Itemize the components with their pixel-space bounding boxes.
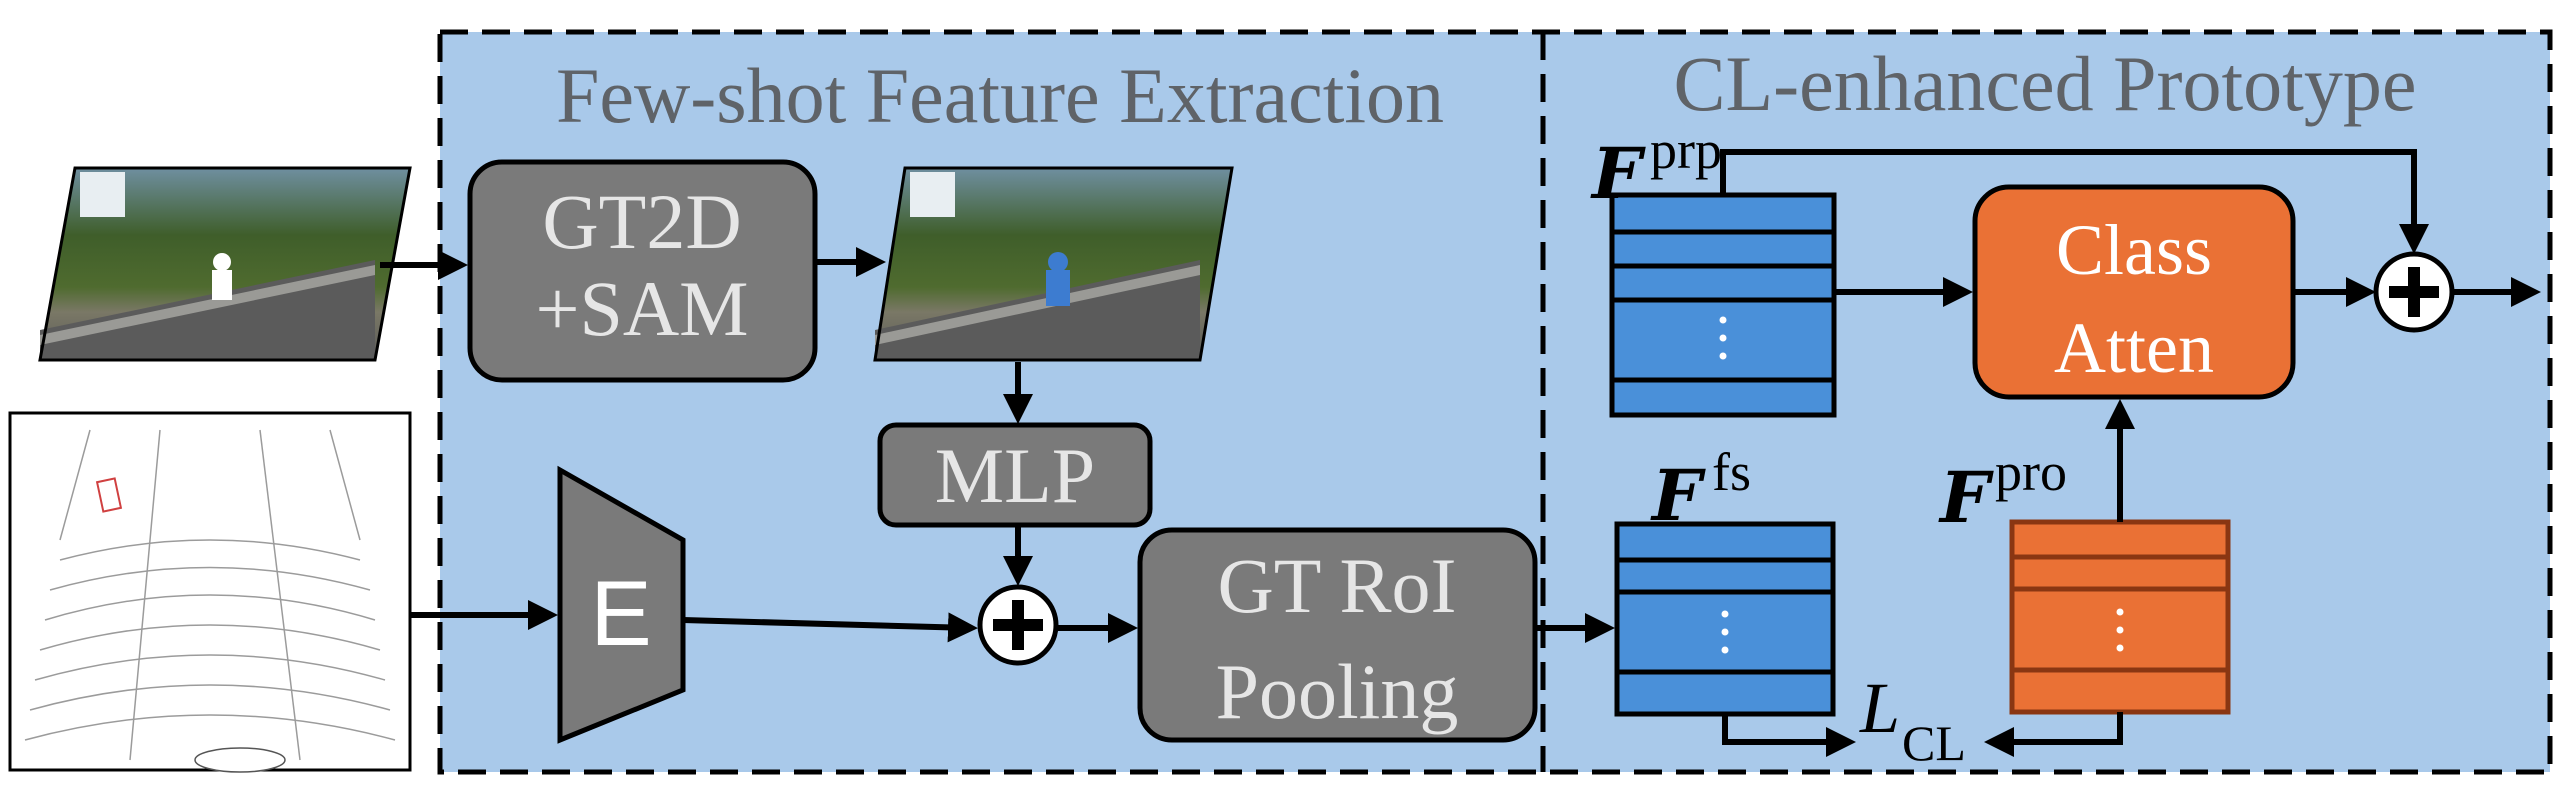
add-circle-left <box>977 584 1059 666</box>
arrow-fs-to-loss <box>1722 714 1856 757</box>
connectors <box>380 149 2541 757</box>
feature-label-fs-sup: fs <box>1712 442 1751 502</box>
input-lidar-bev <box>8 411 412 773</box>
class-atten-label-line1: Class <box>2056 210 2212 290</box>
feature-block-fs <box>1614 521 1836 717</box>
gt2d-sam-label-line2: +SAM <box>535 265 748 352</box>
class-atten-label-line2: Atten <box>2054 308 2214 388</box>
feature-label-prp-sup: prp <box>1650 120 1722 180</box>
gt2d-sam-box <box>467 159 818 383</box>
feature-label-pro-main: F <box>1938 456 1994 539</box>
encoder-block <box>557 465 686 744</box>
loss-label-main: L <box>1859 668 1900 748</box>
add-circle-right <box>2373 251 2455 333</box>
feature-label-pro-sup: pro <box>1995 442 2067 502</box>
section-title-few-shot: Few-shot Feature Extraction <box>556 52 1444 139</box>
loss-label-sub: CL <box>1902 715 1966 771</box>
arrow-encoder-to-add <box>682 612 978 643</box>
input-camera-image <box>38 166 412 362</box>
roi-label-line1: GT RoI <box>1217 542 1456 629</box>
feature-label-fs-main: F <box>1650 454 1706 537</box>
gt2d-sam-label-line1: GT2D <box>542 178 741 265</box>
feature-label-prp-main: F <box>1590 132 1646 215</box>
arrow-prp-skip-to-add <box>1720 149 2429 254</box>
feature-block-prp <box>1609 192 1837 418</box>
segmented-image <box>873 166 1234 362</box>
section-title-cl-prototype: CL-enhanced Prototype <box>1674 40 2417 127</box>
mlp-label: MLP <box>935 432 1095 519</box>
feature-block-pro <box>2009 519 2231 715</box>
encoder-label: E <box>590 563 651 665</box>
roi-label-line2: Pooling <box>1216 648 1459 735</box>
arrow-pro-to-loss <box>1984 712 2123 757</box>
gt-roi-pooling-box <box>1137 527 1538 743</box>
